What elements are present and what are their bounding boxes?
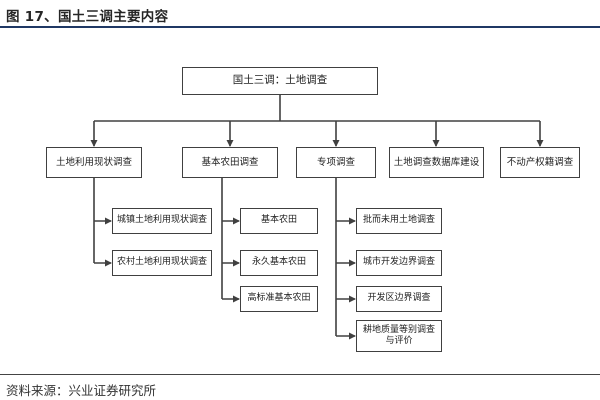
child-permanent-basic-farmland: 永久基本农田 bbox=[240, 250, 318, 276]
child-urban-development-boundary: 城市开发边界调查 bbox=[356, 250, 442, 276]
category-basic-farmland: 基本农田调查 bbox=[182, 147, 278, 178]
category-special-survey: 专项调查 bbox=[296, 147, 376, 178]
child-high-standard-farmland: 高标准基本农田 bbox=[240, 286, 318, 312]
child-development-zone-boundary: 开发区边界调查 bbox=[356, 286, 442, 312]
figure-title: 图 17、国土三调主要内容 bbox=[6, 9, 169, 25]
child-rural-land-use: 农村土地利用现状调查 bbox=[112, 250, 212, 276]
child-urban-land-use: 城镇土地利用现状调查 bbox=[112, 208, 212, 234]
root-node: 国土三调：土地调查 bbox=[182, 67, 378, 95]
category-real-estate-survey: 不动产权籍调查 bbox=[500, 147, 580, 178]
footer-rule bbox=[0, 374, 600, 375]
child-cultivated-land-quality: 耕地质量等别调查 与评价 bbox=[356, 320, 442, 352]
source-note: 资料来源：兴业证券研究所 bbox=[6, 383, 157, 398]
category-land-use-status: 土地利用现状调查 bbox=[46, 147, 142, 178]
category-database-construction: 土地调查数据库建设 bbox=[389, 147, 484, 178]
child-approved-unused-land: 批而未用土地调查 bbox=[356, 208, 442, 234]
title-rule bbox=[0, 26, 600, 28]
child-basic-farmland: 基本农田 bbox=[240, 208, 318, 234]
